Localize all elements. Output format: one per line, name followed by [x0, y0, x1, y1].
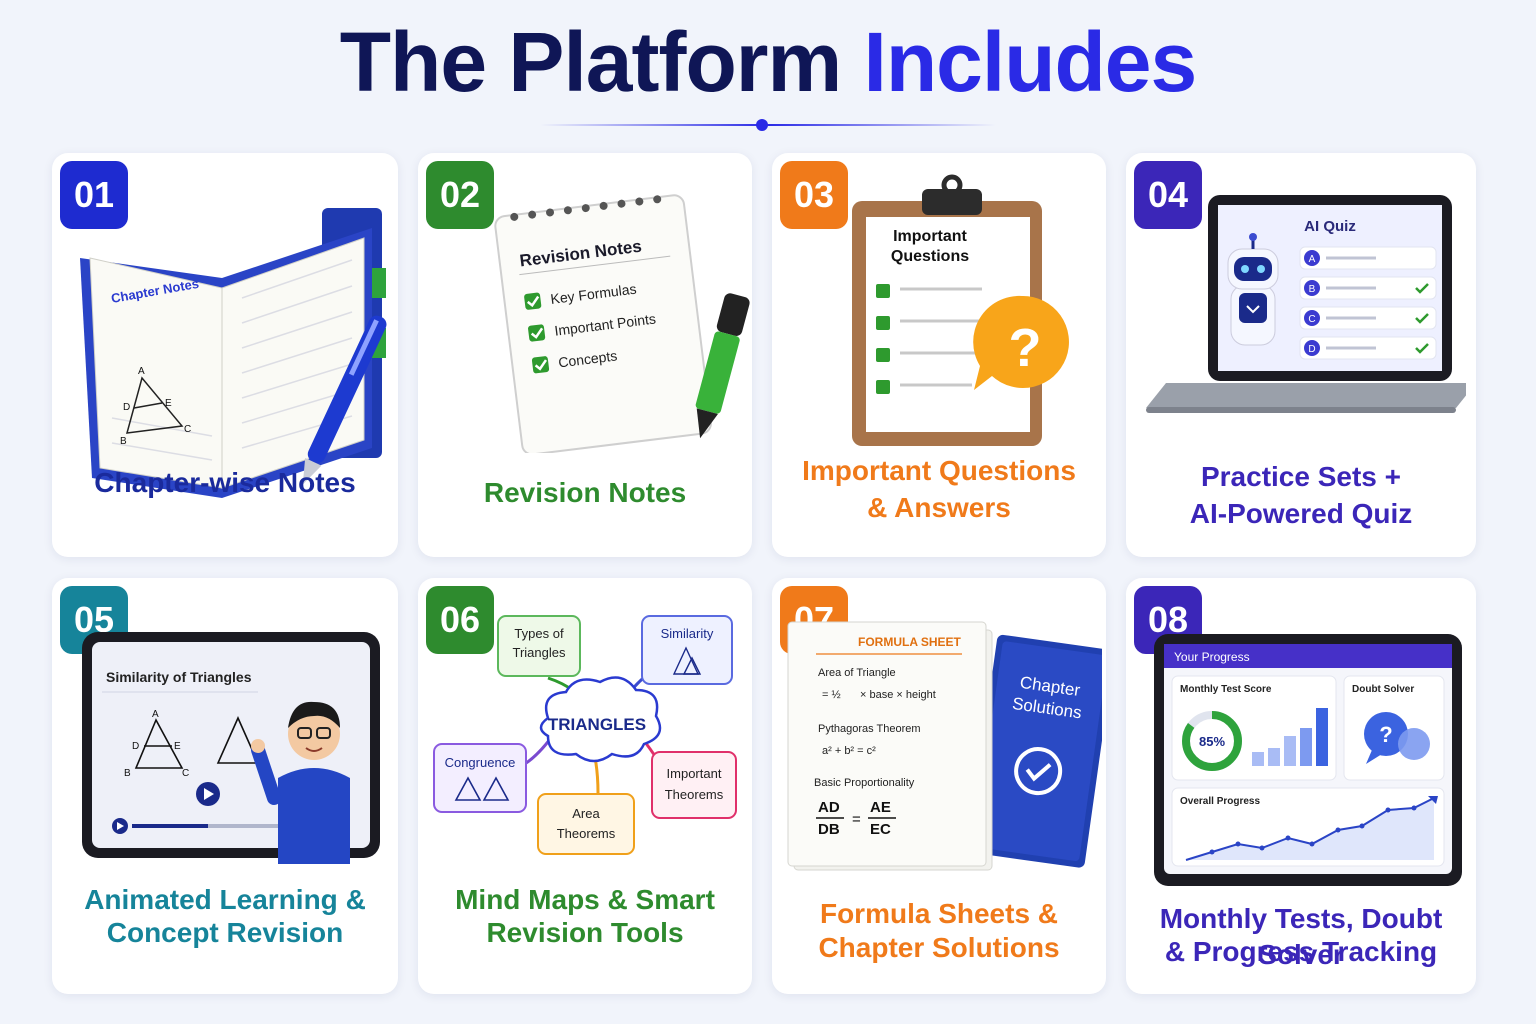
svg-text:A: A — [152, 709, 159, 720]
card-title-line2: AI-Powered Quiz — [1189, 498, 1413, 529]
svg-text:?: ? — [1009, 318, 1042, 378]
svg-text:EC: EC — [870, 821, 891, 838]
card-title: Revision Notes — [483, 477, 687, 508]
svg-text:C: C — [182, 768, 189, 779]
card-number-badge: 01 — [60, 161, 128, 229]
card-number-badge: 02 — [426, 161, 494, 229]
svg-text:Questions: Questions — [891, 248, 969, 265]
svg-text:Similarity of Triangles: Similarity of Triangles — [106, 669, 252, 685]
svg-text:Congruence: Congruence — [445, 755, 516, 770]
svg-text:Important: Important — [667, 766, 722, 781]
mind-map-illustration: TRIANGLES Types of Triangles Similarity … — [433, 615, 737, 855]
svg-text:Theorems: Theorems — [557, 826, 616, 841]
svg-text:Doubt Solver: Doubt Solver — [1352, 684, 1414, 695]
card-title-line1: Animated Learning & — [84, 884, 366, 915]
laptop-quiz-illustration: AI Quiz A B C D — [1146, 195, 1466, 413]
card-important-questions[interactable]: 03 Important Questions ? Important Quest… — [772, 153, 1106, 557]
svg-text:85%: 85% — [1199, 734, 1225, 749]
svg-text:B: B — [1309, 284, 1316, 295]
card-animated-learning[interactable]: 05 Similarity of Triangles A D E B C Ani… — [52, 578, 398, 994]
clipboard-illustration: Important Questions ? — [852, 174, 1069, 446]
card-number-badge: 04 — [1134, 161, 1202, 229]
svg-text:Types of: Types of — [514, 626, 564, 641]
card-title-line2: Revision Tools — [486, 917, 684, 948]
svg-text:C: C — [1308, 314, 1315, 325]
card-formula-sheets[interactable]: 07 Chapter Solutions FORMULA SHEET Area … — [772, 578, 1106, 994]
svg-text:C: C — [184, 424, 191, 435]
svg-text:Theorems: Theorems — [665, 787, 724, 802]
svg-text:AI Quiz: AI Quiz — [1304, 218, 1356, 235]
svg-text:A: A — [138, 366, 145, 377]
formula-sheet-illustration: Chapter Solutions FORMULA SHEET Area of … — [787, 621, 1102, 871]
svg-text:=: = — [852, 811, 861, 828]
svg-text:B: B — [120, 436, 127, 447]
svg-text:Similarity: Similarity — [661, 626, 714, 641]
card-title-line2: Concept Revision — [106, 917, 344, 948]
svg-text:Triangles: Triangles — [513, 645, 566, 660]
svg-text:Basic Proportionality: Basic Proportionality — [814, 777, 915, 789]
svg-text:E: E — [174, 741, 181, 752]
svg-text:= ½: = ½ — [822, 689, 841, 701]
svg-text:D: D — [132, 741, 139, 752]
title-underline — [540, 119, 996, 131]
svg-text:A: A — [1309, 254, 1316, 265]
svg-text:FORMULA SHEET: FORMULA SHEET — [858, 635, 962, 649]
svg-text:AE: AE — [870, 799, 891, 816]
card-title-line1: Important Questions — [802, 455, 1076, 486]
card-title-line1: Practice Sets + — [1200, 461, 1402, 492]
svg-text:D: D — [1308, 344, 1315, 355]
svg-text:AD: AD — [818, 799, 840, 816]
svg-text:× base × height: × base × height — [860, 689, 936, 701]
card-progress-tracking[interactable]: 08 Your Progress Monthly Test Score 85% … — [1126, 578, 1476, 994]
svg-text:Area of Triangle: Area of Triangle — [818, 667, 896, 679]
svg-text:Area: Area — [572, 806, 600, 821]
notepad-illustration: Revision Notes Key Formulas Important Po… — [494, 194, 750, 453]
card-number-badge: 03 — [780, 161, 848, 229]
card-title-line1: Mind Maps & Smart — [455, 884, 715, 915]
card-title-line2: Chapter Solutions — [818, 932, 1060, 963]
card-practice-sets[interactable]: 04 AI Quiz A B C D — [1126, 153, 1476, 557]
progress-dashboard-illustration: Your Progress Monthly Test Score 85% Dou… — [1154, 634, 1462, 886]
svg-text:Overall Progress: Overall Progress — [1180, 796, 1260, 807]
card-mind-maps[interactable]: 06 TRIANGLES Types of Triangles Similari… — [418, 578, 752, 994]
card-title: Chapter-wise Notes — [94, 467, 356, 498]
svg-text:D: D — [123, 402, 130, 413]
svg-text:E: E — [165, 398, 172, 409]
svg-text:Pythagoras Theorem: Pythagoras Theorem — [818, 723, 921, 735]
card-revision-notes[interactable]: 02 Revision Notes Key Formulas Important… — [418, 153, 752, 557]
svg-text:?: ? — [1379, 722, 1392, 747]
card-title-line2: & Progress Tracking — [1164, 936, 1438, 967]
card-chapter-notes[interactable]: 01 Chapter Notes A D E B C Chapter-wise … — [52, 153, 398, 557]
card-title-line1: Formula Sheets & — [819, 898, 1059, 929]
page-title: The Platform Includes — [339, 15, 1197, 109]
svg-text:a² + b² = c²: a² + b² = c² — [822, 745, 876, 757]
svg-text:Your Progress: Your Progress — [1174, 650, 1250, 664]
open-book-illustration: Chapter Notes A D E B C — [80, 208, 387, 498]
svg-text:B: B — [124, 768, 131, 779]
video-lesson-illustration: Similarity of Triangles A D E B C — [82, 632, 380, 864]
card-title-line2: & Answers — [867, 492, 1011, 523]
svg-text:TRIANGLES: TRIANGLES — [548, 715, 646, 734]
card-title-line1: Monthly Tests, Doubt Solver — [1159, 903, 1443, 970]
svg-text:Monthly Test Score: Monthly Test Score — [1180, 684, 1272, 695]
svg-text:Concepts: Concepts — [557, 347, 618, 370]
svg-text:DB: DB — [818, 821, 840, 838]
svg-text:Important: Important — [893, 228, 967, 245]
card-number-badge: 06 — [426, 586, 494, 654]
